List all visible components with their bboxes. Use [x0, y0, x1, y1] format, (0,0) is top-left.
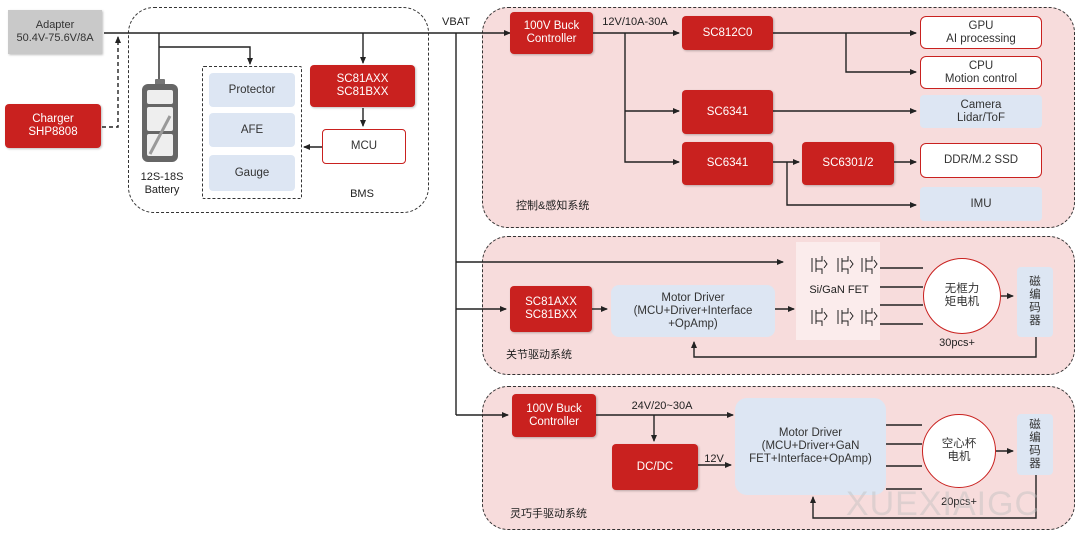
- hand-encoder-box: 磁 编 码 器: [1017, 414, 1053, 475]
- gauge-box: Gauge: [209, 155, 295, 191]
- joint-encoder-box: 磁 编 码 器: [1017, 267, 1053, 337]
- joint-count-label: 30pcs+: [939, 337, 975, 349]
- gpu-box: GPU AI processing: [920, 16, 1042, 49]
- sc812c0-box: SC812C0: [682, 16, 773, 50]
- hand-count-label: 20pcs+: [941, 496, 977, 508]
- control-zone-label: 控制&感知系统: [516, 200, 590, 212]
- protector-box: Protector: [209, 73, 295, 107]
- fet-label: Si/GaN FET: [809, 284, 869, 296]
- hand-motor-driver-box: Motor Driver (MCU+Driver+GaN FET+Interfa…: [735, 398, 886, 495]
- bms-label: BMS: [350, 188, 374, 200]
- frameless-motor: 无框力 矩电机: [923, 258, 1001, 334]
- imu-box: IMU: [920, 187, 1042, 221]
- dcdc-box: DC/DC: [612, 444, 698, 490]
- watermark: XUEXIAIGC: [845, 485, 1041, 523]
- control-buck-box: 100V Buck Controller: [510, 12, 593, 54]
- hand-zone-label: 灵巧手驱动系统: [510, 508, 587, 520]
- v12-label: 12V: [704, 453, 724, 465]
- cpu-box: CPU Motion control: [920, 56, 1042, 89]
- sc6341-b-box: SC6341: [682, 142, 773, 185]
- battery-inner-zone: [202, 66, 302, 199]
- afe-box: AFE: [209, 113, 295, 147]
- vbat-label: VBAT: [442, 16, 470, 28]
- hand-buck-box: 100V Buck Controller: [512, 394, 596, 437]
- control-rail-label: 12V/10A-30A: [602, 16, 668, 28]
- fet-symbols: [811, 256, 878, 326]
- sc6301-box: SC6301/2: [802, 142, 894, 185]
- sc6341-a-box: SC6341: [682, 90, 773, 134]
- camera-box: Camera Lidar/ToF: [920, 95, 1042, 128]
- bms-sc81-box: SC81AXX SC81BXX: [310, 65, 415, 107]
- joint-motor-driver-box: Motor Driver (MCU+Driver+Interface +OpAm…: [611, 285, 775, 337]
- joint-zone-label: 关节驱动系统: [506, 349, 572, 361]
- coreless-motor: 空心杯 电机: [922, 414, 996, 488]
- battery-label: 12S-18S Battery: [140, 171, 184, 196]
- charger-box: Charger SHP8808: [5, 104, 101, 148]
- ddr-box: DDR/M.2 SSD: [920, 143, 1042, 178]
- hand-rail-label: 24V/20~30A: [631, 400, 693, 412]
- battery-icon: [142, 79, 178, 162]
- mcu-box: MCU: [322, 129, 406, 164]
- adapter-box: Adapter 50.4V-75.6V/8A: [8, 10, 102, 54]
- joint-sc81-box: SC81AXX SC81BXX: [510, 286, 592, 332]
- bms-zone: [128, 7, 429, 213]
